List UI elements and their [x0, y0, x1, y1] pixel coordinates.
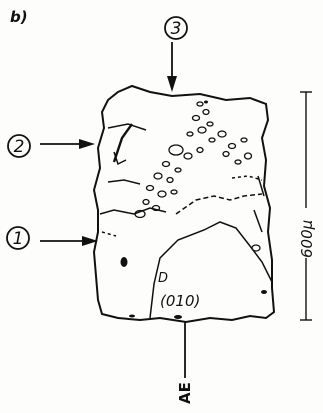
small-label: D — [158, 271, 168, 286]
panel-label: b) — [10, 8, 28, 26]
marker-1: 1 — [7, 227, 29, 249]
marker-3-label: 3 — [171, 19, 182, 39]
arrowhead-3-icon — [167, 76, 177, 92]
marker-1-label: 1 — [13, 229, 24, 249]
arrow-3 — [167, 42, 177, 92]
scale-bar — [298, 92, 316, 320]
scale-label: 600μ — [298, 220, 316, 258]
marker-2-label: 2 — [14, 137, 25, 157]
face-label: (010) — [160, 292, 200, 310]
inclusions — [135, 102, 260, 251]
dark-spots — [121, 101, 268, 320]
marker-2: 2 — [8, 135, 30, 157]
arrow-1 — [40, 236, 98, 246]
marker-3: 3 — [165, 17, 187, 39]
arrow-2 — [40, 139, 95, 149]
arrowhead-2-icon — [79, 139, 95, 149]
ae-label: AE — [176, 382, 194, 404]
crystal-outline — [94, 86, 274, 322]
